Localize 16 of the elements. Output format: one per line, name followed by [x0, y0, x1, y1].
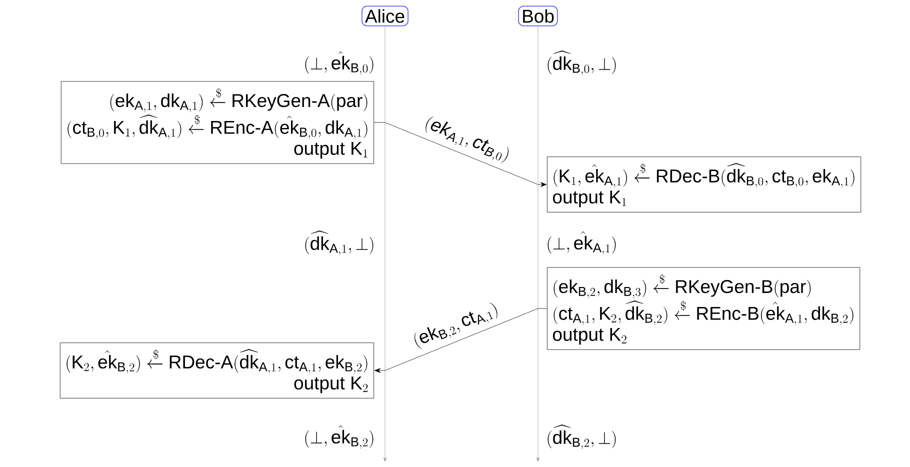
actor-box: Bob: [518, 6, 558, 26]
computation-box: $(\mathsf{ek}_{\mathsf{A},1}, \mathsf{dk}_{\mathsf{A},1}) \xleftarrow{\$} \text{RKeyGen-A}(\mathsf{par})$ $(\mathsf{ct}_{\mathsf{B},0}, \mathsf{K}_1, \widehat{\mathsf{dk}}_{\mathsf{A},1}) \xleftarrow{\$} \text{REnc-A}(\hat{\mathsf{ek}}_{\mathsf{B},0}, \mathsf{dk}_{\mathsf{A},1})$ $\text{output } \mathsf{K}_1$: [60, 81, 374, 164]
actor-box: Alice: [362, 6, 408, 26]
state-label: $(\bot, \hat{\mathsf{ek}}_{\mathsf{B},2})$: [305, 425, 374, 449]
state-label: $(\widehat{\mathsf{dk}}_{\mathsf{B},2}, \bot)$: [548, 424, 616, 450]
state-label: $(\bot, \hat{\mathsf{ek}}_{\mathsf{A},1})$: [548, 231, 616, 255]
computation-box: $(\mathsf{K}_1, \hat{\mathsf{ek}}_{\mathsf{A},1}) \xleftarrow{\$} \text{RDec-B}(\widehat{\mathsf{dk}}_{\mathsf{B},0}, \mathsf{ct}_{\mathsf{B},0}, \mathsf{ek}_{\mathsf{A},1})$ $\text{output } \mathsf{K}_1$: [547, 156, 862, 212]
state-label: $(\widehat{\mathsf{dk}}_{\mathsf{B},0}, \bot)$: [548, 50, 616, 76]
computation-box: $(\mathsf{K}_2, \hat{\mathsf{ek}}_{\mathsf{B},2}) \xleftarrow{\$} \text{RDec-A}(\widehat{\mathsf{dk}}_{\mathsf{A},1}, \mathsf{ct}_{\mathsf{A},1}, \mathsf{ek}_{\mathsf{B},2})$ $\text{output } \mathsf{K}_2$: [60, 342, 374, 398]
state-label: $(\bot, \hat{\mathsf{ek}}_{\mathsf{B},0})$: [305, 51, 374, 75]
edge-label: $(\mathsf{ek}_{\mathsf{B},2}, \mathsf{ct}_{\mathsf{A},1})$: [409, 299, 503, 353]
edge-label: $(\mathit{ek}_{\mathit{A},1}, \mathit{ct}_{\mathit{B},0})$: [420, 113, 514, 167]
state-label: $(\widehat{\mathsf{dk}}_{\mathsf{A},1}, \bot)$: [305, 230, 374, 256]
message-arrow: [374, 308, 548, 373]
computation-box: $(\mathsf{ek}_{\mathsf{B},2}, \mathsf{dk}_{\mathsf{B},3}) \xleftarrow{\$} \text{RKeyGen-B}(\mathsf{par})$ $(\mathsf{ct}_{\mathsf{A},1}, \mathsf{K}_2, \widehat{\mathsf{dk}}_{\mathsf{B},2}) \xleftarrow{\$} \text{REnc-B}(\hat{\mathsf{ek}}_{\mathsf{A},1}, \mathsf{dk}_{\mathsf{B},2})$ $\text{output } \mathsf{K}_2$: [547, 267, 860, 350]
message-arrow: [374, 122, 547, 187]
